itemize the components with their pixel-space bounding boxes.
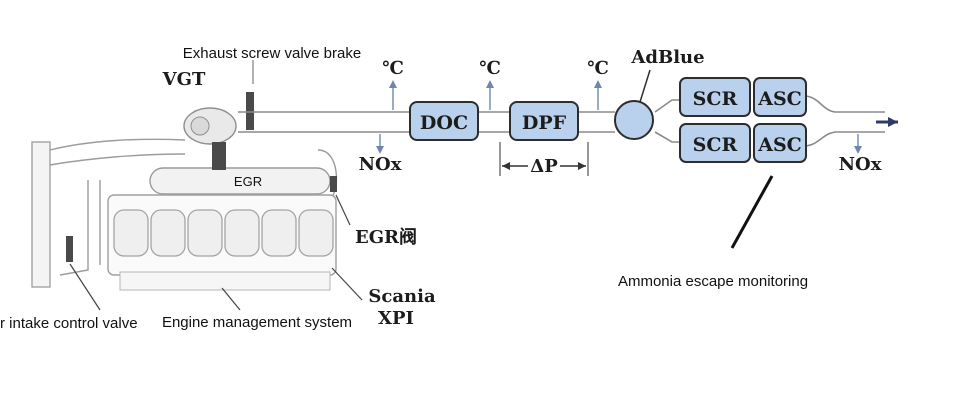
air-intake-leader	[69, 263, 101, 311]
exhaust-brake-label: Exhaust screw valve brake	[183, 45, 361, 62]
doc-label: DOC	[420, 112, 468, 134]
adblue-leader	[639, 69, 651, 103]
exhaust-brake-actuator	[246, 92, 254, 130]
dpf-box	[509, 101, 579, 141]
asc-top-box	[753, 77, 807, 117]
pipe-dpf-adblue	[578, 111, 615, 133]
cylinder-1	[113, 209, 149, 257]
temp-sensor-1: ℃	[382, 58, 404, 110]
temp1-label: ℃	[382, 58, 404, 79]
scania-label-1: Scania	[368, 286, 436, 307]
temp-sensor-2: ℃	[479, 58, 501, 110]
engine-mgmt-leader	[221, 287, 241, 311]
cylinder-6	[298, 209, 334, 257]
nox-outlet-label: NOx	[839, 154, 882, 175]
nox-outlet-sensor: NOx	[839, 134, 882, 175]
intake-manifold	[31, 141, 51, 288]
adblue-injector	[614, 100, 654, 140]
egr-valve-label: EGR阀	[355, 226, 417, 248]
cylinder-5	[261, 209, 297, 257]
nox-inlet-sensor: NOx	[359, 134, 402, 175]
cylinders	[113, 209, 334, 257]
air-intake-label: r intake control valve	[0, 315, 138, 332]
temp3-label: ℃	[587, 58, 609, 79]
scr-top-label: SCR	[693, 88, 738, 110]
oil-pan	[119, 271, 331, 291]
pipe-merge-out	[805, 95, 885, 147]
intake-pipe-top	[49, 138, 186, 151]
ammonia-pointer	[730, 175, 774, 249]
engine-mgmt-label: Engine management system	[162, 314, 352, 331]
asc-bottom-label: ASC	[757, 134, 802, 156]
pipe-split-in	[654, 99, 682, 143]
scania-leader	[331, 267, 363, 301]
pipe-doc-dpf	[478, 111, 510, 133]
temp-sensor-3: ℃	[587, 58, 609, 110]
cylinder-3	[187, 209, 223, 257]
cylinder-4	[224, 209, 260, 257]
temp2-label: ℃	[479, 58, 501, 79]
doc-box	[409, 101, 479, 141]
intake-valve-actuator	[66, 236, 73, 262]
nox-inlet-label: NOx	[359, 154, 402, 175]
asc-top-label: ASC	[757, 88, 802, 110]
vgt-downpipe	[212, 142, 226, 170]
egr-valve-leader	[335, 194, 351, 226]
exhaust-pipe	[238, 95, 898, 147]
asc-bottom-box	[753, 123, 807, 163]
cylinder-2	[150, 209, 186, 257]
vgt-hub	[190, 116, 210, 136]
dpf-label: DPF	[522, 112, 567, 134]
scr-bottom-label: SCR	[693, 134, 738, 156]
delta-p-bracket	[499, 142, 589, 176]
egr-label: EGR	[234, 174, 262, 189]
ammonia-label: Ammonia escape monitoring	[618, 273, 808, 290]
egr-valve-actuator	[330, 176, 337, 192]
outlet-arrow-head	[888, 117, 898, 127]
intake-runner	[59, 180, 89, 276]
vgt-label: VGT	[162, 69, 206, 90]
scania-label-2: XPI	[378, 308, 414, 329]
delta-p-label: ΔP	[530, 156, 558, 177]
engine-block	[31, 92, 338, 291]
scr-bottom-box	[679, 123, 751, 163]
intake-pipe-bottom	[49, 153, 186, 166]
adblue-label: AdBlue	[630, 47, 704, 68]
scr-top-box	[679, 77, 751, 117]
